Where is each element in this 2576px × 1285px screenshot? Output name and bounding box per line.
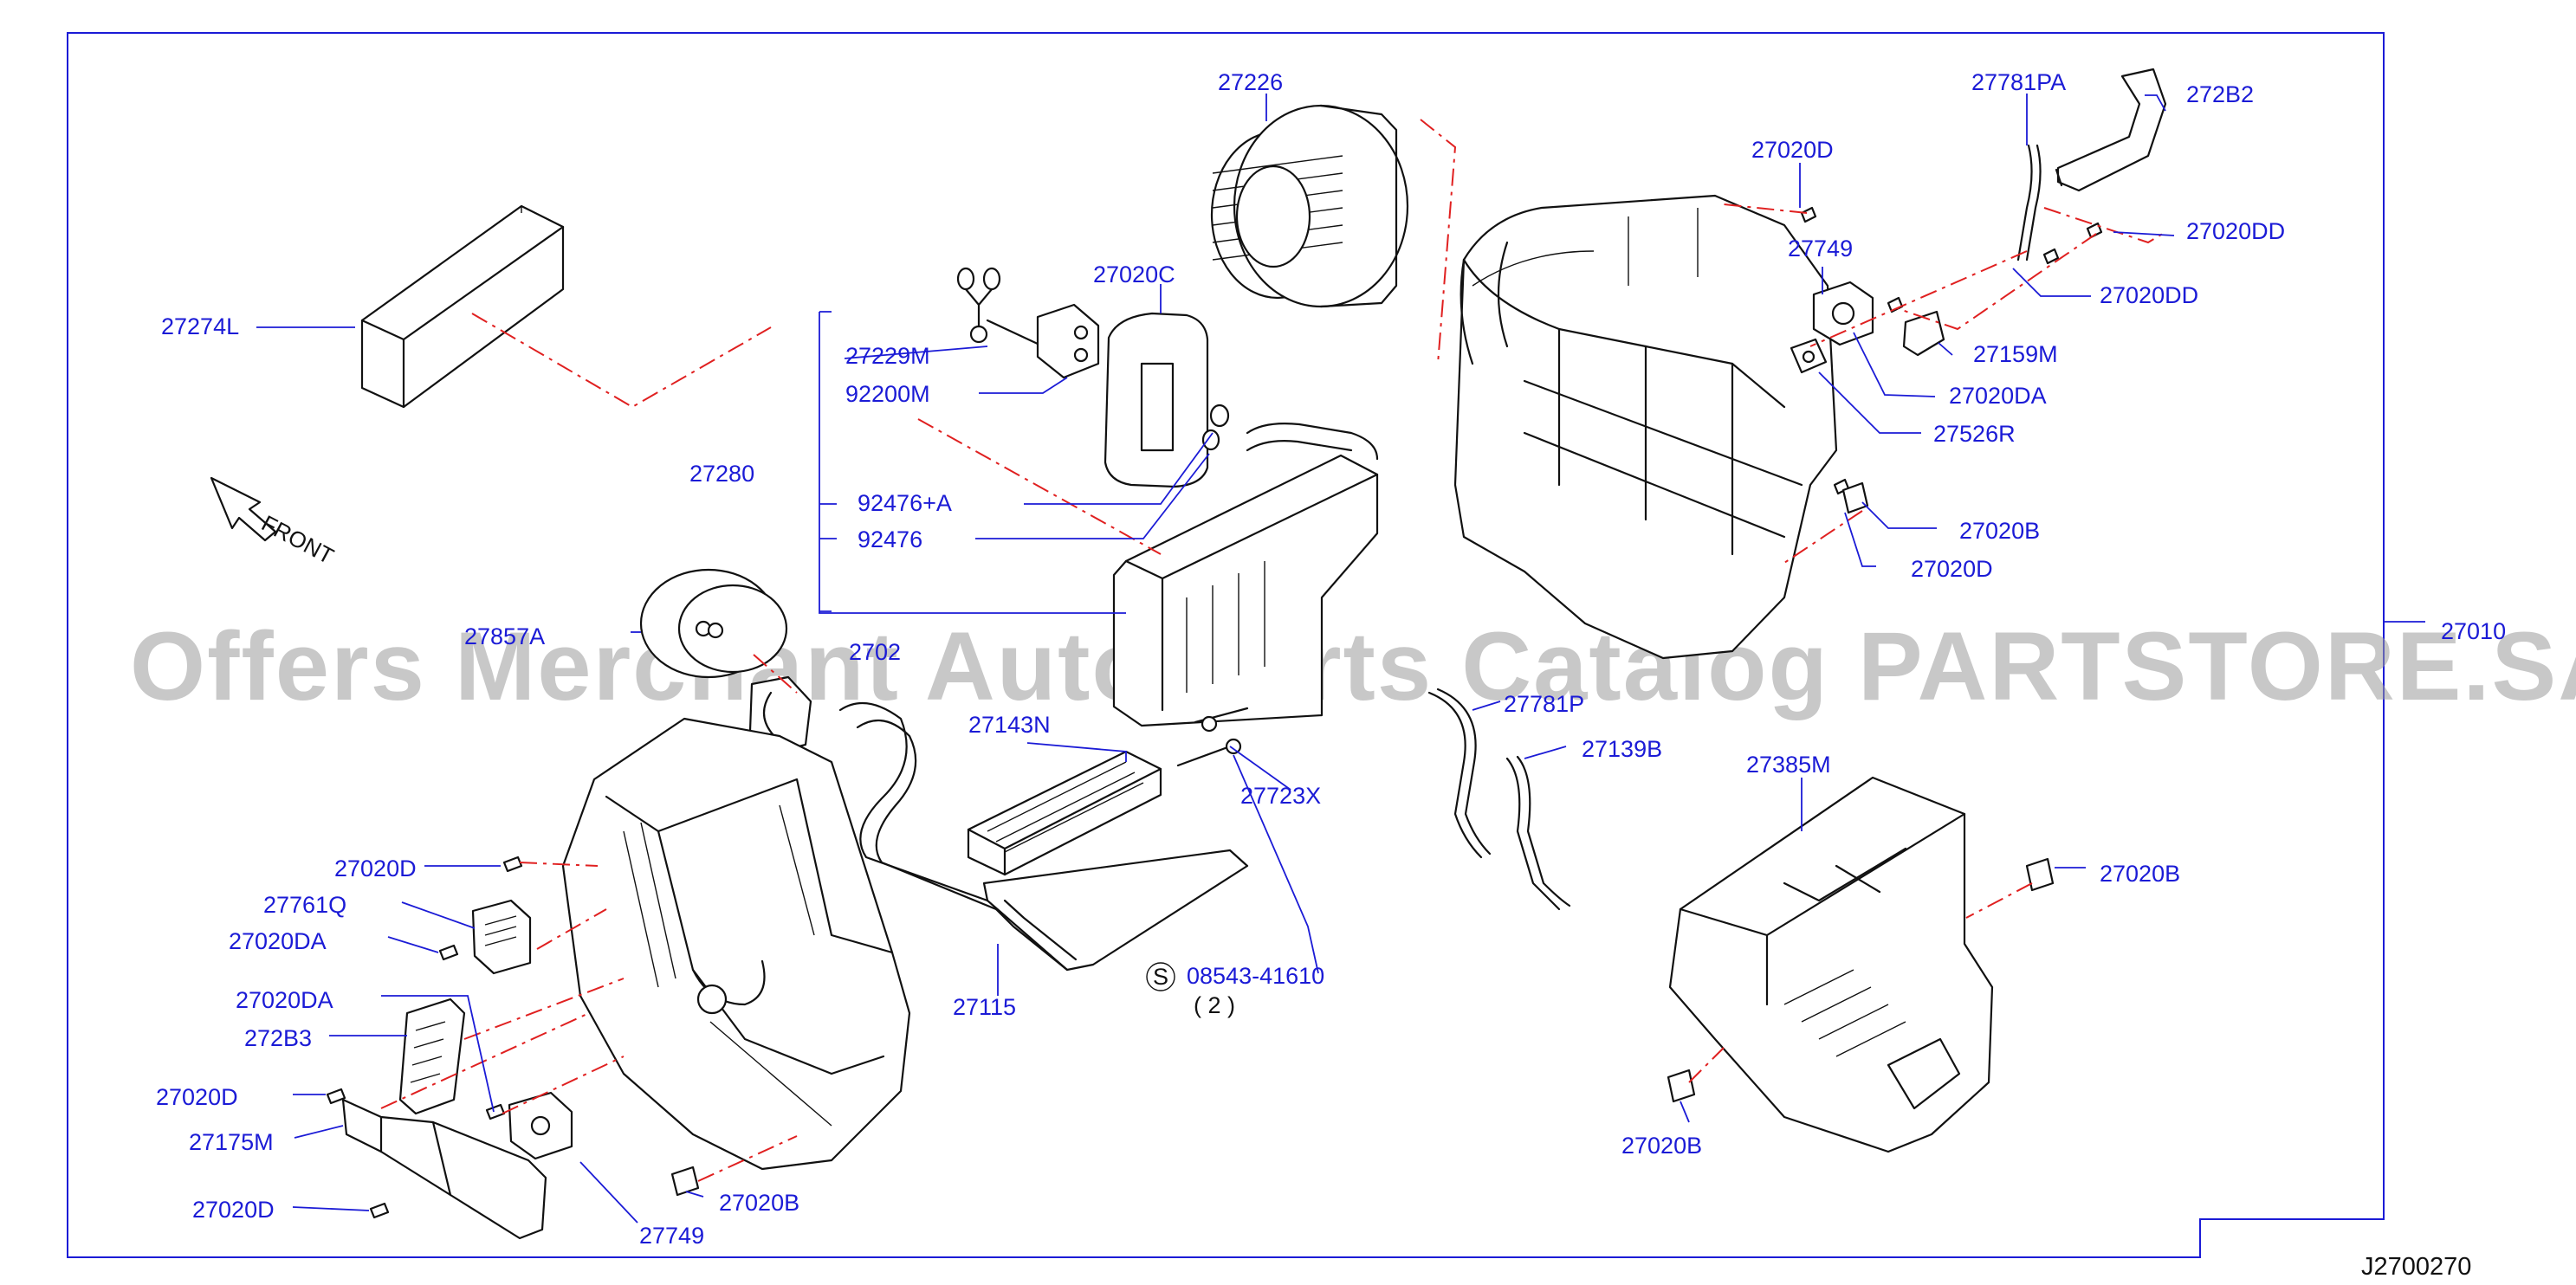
label-27280[interactable]: 27280 xyxy=(689,461,754,487)
label-27274l[interactable]: 27274L xyxy=(161,313,239,339)
label-92476-a[interactable]: 92476+A xyxy=(858,490,952,516)
assembly-lines xyxy=(380,119,2166,1182)
label-272b2[interactable]: 272B2 xyxy=(2186,81,2254,107)
label-27020d-top[interactable]: 27020D xyxy=(1751,137,1834,163)
label-27020d-left2[interactable]: 27020D xyxy=(156,1084,238,1110)
clip-parts-lower-right[interactable] xyxy=(1667,857,2055,1103)
label-27143n[interactable]: 27143N xyxy=(968,712,1051,738)
heater-housing-part[interactable] xyxy=(561,717,911,1171)
standard-part-symbol-circle xyxy=(1146,962,1175,991)
motor-cover-part[interactable] xyxy=(639,568,788,679)
seal-pad-part[interactable] xyxy=(1104,312,1209,488)
label-27115[interactable]: 27115 xyxy=(953,994,1016,1020)
label-27761q[interactable]: 27761Q xyxy=(263,892,346,918)
label-27010[interactable]: 27010 xyxy=(2441,618,2506,644)
label-27175m[interactable]: 27175M xyxy=(189,1129,274,1155)
label-27020c[interactable]: 27020C xyxy=(1093,262,1175,287)
label-27159m[interactable]: 27159M xyxy=(1973,341,2058,367)
o-ring-parts[interactable] xyxy=(1201,404,1230,451)
front-direction-label: FRONT xyxy=(257,510,338,570)
label-27020da-top[interactable]: 27020DA xyxy=(1949,383,2047,409)
front-arrow-icon xyxy=(210,476,277,542)
lower-case-part[interactable] xyxy=(1668,776,1994,1153)
label-27385m[interactable]: 27385M xyxy=(1746,752,1831,778)
label-27781pa[interactable]: 27781PA xyxy=(1971,69,2066,95)
aspirator-duct-part[interactable] xyxy=(2016,68,2167,262)
cabin-filter-part[interactable] xyxy=(360,204,565,409)
label-27226[interactable]: 27226 xyxy=(1218,69,1283,95)
label-27020d-left3[interactable]: 27020D xyxy=(192,1197,275,1223)
label-27020b-mid[interactable]: 27020B xyxy=(1959,518,2040,544)
heater-pipe-assembly-part[interactable] xyxy=(838,701,1249,972)
label-27020b-bottom1[interactable]: 27020B xyxy=(719,1190,799,1216)
diagram-code: J2700270 xyxy=(2361,1253,2471,1281)
evaporator-part[interactable] xyxy=(1112,423,1379,727)
label-27020d-mid[interactable]: 27020D xyxy=(1911,556,1993,582)
mode-actuator-part-bottom[interactable] xyxy=(508,1091,573,1160)
label-27020dd-b[interactable]: 27020DD xyxy=(2100,282,2198,308)
bracket-part[interactable] xyxy=(1902,310,1945,357)
clip-part-mid[interactable] xyxy=(1841,481,1869,514)
label-27857a[interactable]: 27857A xyxy=(464,623,545,649)
link-lever-part[interactable] xyxy=(1790,338,1828,374)
mode-actuator-part-upper[interactable] xyxy=(1812,281,1874,346)
label-27020da-left2[interactable]: 27020DA xyxy=(236,987,333,1013)
blower-resistor-part[interactable] xyxy=(471,899,532,975)
label-27020da-left1[interactable]: 27020DA xyxy=(229,928,327,954)
label-2702x[interactable]: 2702 xyxy=(849,639,901,665)
label-27723x[interactable]: 27723X xyxy=(1240,783,1321,809)
label-92200m[interactable]: 92200M xyxy=(845,381,930,407)
expansion-valve-part[interactable] xyxy=(956,267,1100,379)
label-27020b-bottom2[interactable]: 27020B xyxy=(1621,1133,1702,1159)
duct-adapter-part[interactable] xyxy=(398,998,466,1115)
label-27749-bottom[interactable]: 27749 xyxy=(639,1223,704,1249)
diagram-frame xyxy=(67,32,2385,1258)
heater-core-part[interactable] xyxy=(967,750,1162,876)
blower-fan-part[interactable] xyxy=(1210,104,1409,308)
label-27139b[interactable]: 27139B xyxy=(1582,736,1662,762)
leader-lines xyxy=(256,94,2425,1224)
floor-duct-part[interactable] xyxy=(341,1098,547,1240)
watermark-text: Offers Merchant Auto Parts Catalog PARTS… xyxy=(130,612,2576,720)
label-08543-41610[interactable]: 08543-41610 xyxy=(1187,963,1324,989)
label-standard-part-symbol: S xyxy=(1153,964,1168,990)
aspirator-strip-part[interactable] xyxy=(1427,688,1492,859)
label-27229m[interactable]: 27229M xyxy=(845,343,930,369)
label-27020b-right[interactable]: 27020B xyxy=(2100,861,2180,887)
label-27749-top[interactable]: 27749 xyxy=(1788,236,1853,262)
label-272b3[interactable]: 272B3 xyxy=(244,1025,312,1051)
label-27020d-left1[interactable]: 27020D xyxy=(334,856,417,881)
label-27526r[interactable]: 27526R xyxy=(1933,421,2016,447)
seal-strip-part[interactable] xyxy=(1505,755,1571,911)
screw-part-27723x[interactable] xyxy=(1176,707,1249,767)
blower-housing-part[interactable] xyxy=(1453,194,1838,660)
clip-part-bottom[interactable] xyxy=(670,1166,700,1197)
label-08543-quantity: ( 2 ) xyxy=(1194,992,1235,1018)
part-labels: 27274L 27280 27229M 92200M 92476+A 92476… xyxy=(156,69,2506,1249)
label-27781p[interactable]: 27781P xyxy=(1504,691,1584,717)
label-92476[interactable]: 92476 xyxy=(858,526,922,552)
label-27020dd-a[interactable]: 27020DD xyxy=(2186,218,2285,244)
